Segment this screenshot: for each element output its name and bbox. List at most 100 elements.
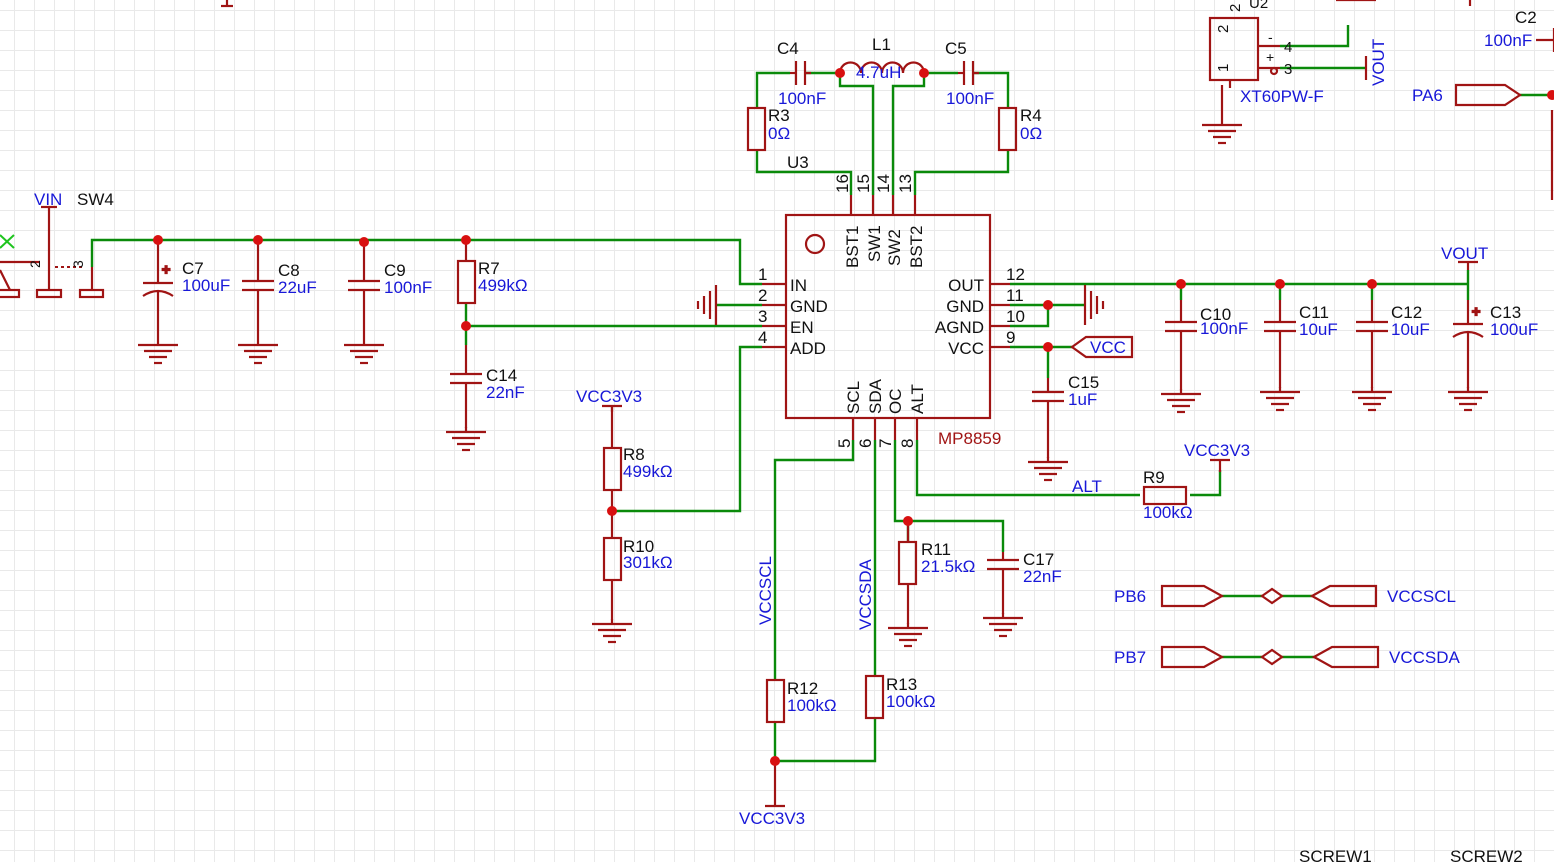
value: 301kΩ xyxy=(623,553,673,572)
resistor-r10[interactable]: R10 301kΩ xyxy=(602,536,673,620)
power-ports: VIN VOUT VCC3V3 VCC3V3 VCC3V3 VCC ALT VC… xyxy=(34,190,1488,828)
pin-num: 5 xyxy=(835,439,854,448)
value: 100kΩ xyxy=(886,692,936,711)
net-port-pb7[interactable]: PB7 VCCSDA xyxy=(1114,645,1461,669)
pin-num: 3 xyxy=(758,307,767,326)
pin-name: OC xyxy=(886,389,905,415)
wires xyxy=(90,25,1548,763)
resistor-r11[interactable]: R11 21.5kΩ xyxy=(897,521,975,624)
value: 499kΩ xyxy=(478,276,528,295)
ic-mp8859[interactable]: 1 IN 2 GND 3 EN 4 ADD 12 OUT 11 GND 10 A… xyxy=(758,153,1025,448)
pin-num: 2 xyxy=(758,286,767,305)
ref: R8 xyxy=(623,445,645,464)
pin-num: 1 xyxy=(758,265,767,284)
pin-name: ALT xyxy=(908,384,927,414)
pin-num: 11 xyxy=(1006,286,1024,305)
ref: R12 xyxy=(787,679,818,698)
pin-name: BST1 xyxy=(843,225,862,268)
capacitor-c4[interactable]: C4 100nF xyxy=(777,39,826,108)
capacitor-c5[interactable]: C5 100nF xyxy=(945,39,994,108)
ref: R10 xyxy=(623,537,654,556)
capacitor-c7[interactable]: + C7 100uF xyxy=(142,240,230,340)
pin-num: 14 xyxy=(874,174,893,193)
ref: C7 xyxy=(182,259,204,278)
value: 100nF xyxy=(384,278,432,297)
pin-num: 16 xyxy=(833,174,852,193)
pin-name: GND xyxy=(790,297,828,316)
ref: C14 xyxy=(486,366,517,385)
ref: C12 xyxy=(1391,303,1422,322)
resistor-r12[interactable]: R12 100kΩ xyxy=(765,678,837,724)
pin-num: 7 xyxy=(876,439,895,448)
ic-ref: U3 xyxy=(787,153,809,172)
value: 100nF xyxy=(1200,319,1248,338)
value: 100uF xyxy=(1490,320,1538,339)
value: 1uF xyxy=(1068,390,1097,409)
net-vout: VOUT xyxy=(1441,244,1488,263)
capacitor-c17[interactable]: C17 22nF xyxy=(987,550,1062,614)
pin-num: 12 xyxy=(1006,265,1025,284)
resistor-r8[interactable]: R8 499kΩ xyxy=(602,406,673,538)
plus-sign: + xyxy=(1266,49,1274,65)
value: 0Ω xyxy=(768,124,790,143)
capacitor-c2[interactable]: C2 100nF xyxy=(1484,8,1554,200)
ref: C8 xyxy=(278,261,300,280)
ref: R7 xyxy=(478,259,500,278)
value: 10uF xyxy=(1299,320,1338,339)
ref: R13 xyxy=(886,675,917,694)
net-alt: ALT xyxy=(1072,477,1102,496)
net-vin: VIN xyxy=(34,190,62,209)
pin-name: SCL xyxy=(844,381,863,414)
port-label: PB6 xyxy=(1114,587,1146,606)
net-port-pb6[interactable]: PB6 VCCSCL xyxy=(1114,584,1456,608)
pin-name: SW1 xyxy=(865,225,884,262)
ref: R11 xyxy=(921,540,951,559)
value: 10uF xyxy=(1391,320,1430,339)
pin-num: 8 xyxy=(898,439,917,448)
capacitor-c11[interactable]: C11 10uF xyxy=(1264,300,1338,388)
capacitor-c12[interactable]: C12 10uF xyxy=(1356,300,1430,388)
screw-ref: SCREW2 xyxy=(1450,847,1523,862)
pin-name: SW2 xyxy=(885,229,904,266)
capacitor-c13[interactable]: + C13 100uF xyxy=(1452,300,1538,388)
capacitor-c10[interactable]: C10 100nF xyxy=(1165,300,1248,390)
pin-name: OUT xyxy=(948,276,984,295)
value: 0Ω xyxy=(1020,124,1042,143)
port-label: PA6 xyxy=(1412,86,1443,105)
value: 22nF xyxy=(1023,567,1062,586)
ref: C9 xyxy=(384,261,406,280)
net-vcc3v3: VCC3V3 xyxy=(1184,441,1250,460)
pin-num: 2 xyxy=(1215,25,1232,33)
resistor-r9[interactable]: R9 100kΩ xyxy=(1142,468,1193,522)
port-label: PB7 xyxy=(1114,648,1146,667)
pin-num: 4 xyxy=(758,328,767,347)
ref: C10 xyxy=(1200,305,1231,324)
pin-num: 2 xyxy=(1227,4,1244,12)
pin-name: GND xyxy=(946,297,984,316)
svg-text:+: + xyxy=(162,261,170,277)
switch-sw4[interactable]: SW4 2 3 xyxy=(0,190,114,299)
connector-u2[interactable]: 2 1 2 4 3 - + U2 XT60PW-F VOUT xyxy=(1208,0,1388,106)
resistor-r4[interactable]: R4 0Ω xyxy=(997,106,1042,152)
port-label: VCCSDA xyxy=(1389,648,1461,667)
capacitor-c8[interactable]: C8 22uF xyxy=(242,240,317,340)
pin-num: 3 xyxy=(70,260,86,268)
capacitor-c14[interactable]: C14 22nF xyxy=(450,345,525,428)
ground-symbols xyxy=(138,0,1488,648)
pin-num: 13 xyxy=(896,174,915,193)
resistor-r3[interactable]: R3 0Ω xyxy=(746,106,790,152)
capacitor-c9[interactable]: C9 100nF xyxy=(348,242,432,340)
inductor-l1[interactable]: L1 4.7uH xyxy=(838,35,926,82)
ref: C13 xyxy=(1490,303,1521,322)
minus-sign: - xyxy=(1268,29,1273,45)
capacitor-c15[interactable]: C15 1uF xyxy=(1032,373,1099,458)
resistor-r7[interactable]: R7 499kΩ xyxy=(456,242,528,305)
connector-part: XT60PW-F xyxy=(1240,87,1324,106)
value: 21.5kΩ xyxy=(921,557,975,576)
net-port-pa6[interactable]: PA6 xyxy=(1412,83,1522,107)
connector-ref: U2 xyxy=(1249,0,1268,12)
resistor-r13[interactable]: R13 100kΩ xyxy=(864,674,936,720)
pin-name: BST2 xyxy=(907,225,926,268)
pin-num: 15 xyxy=(854,174,873,193)
